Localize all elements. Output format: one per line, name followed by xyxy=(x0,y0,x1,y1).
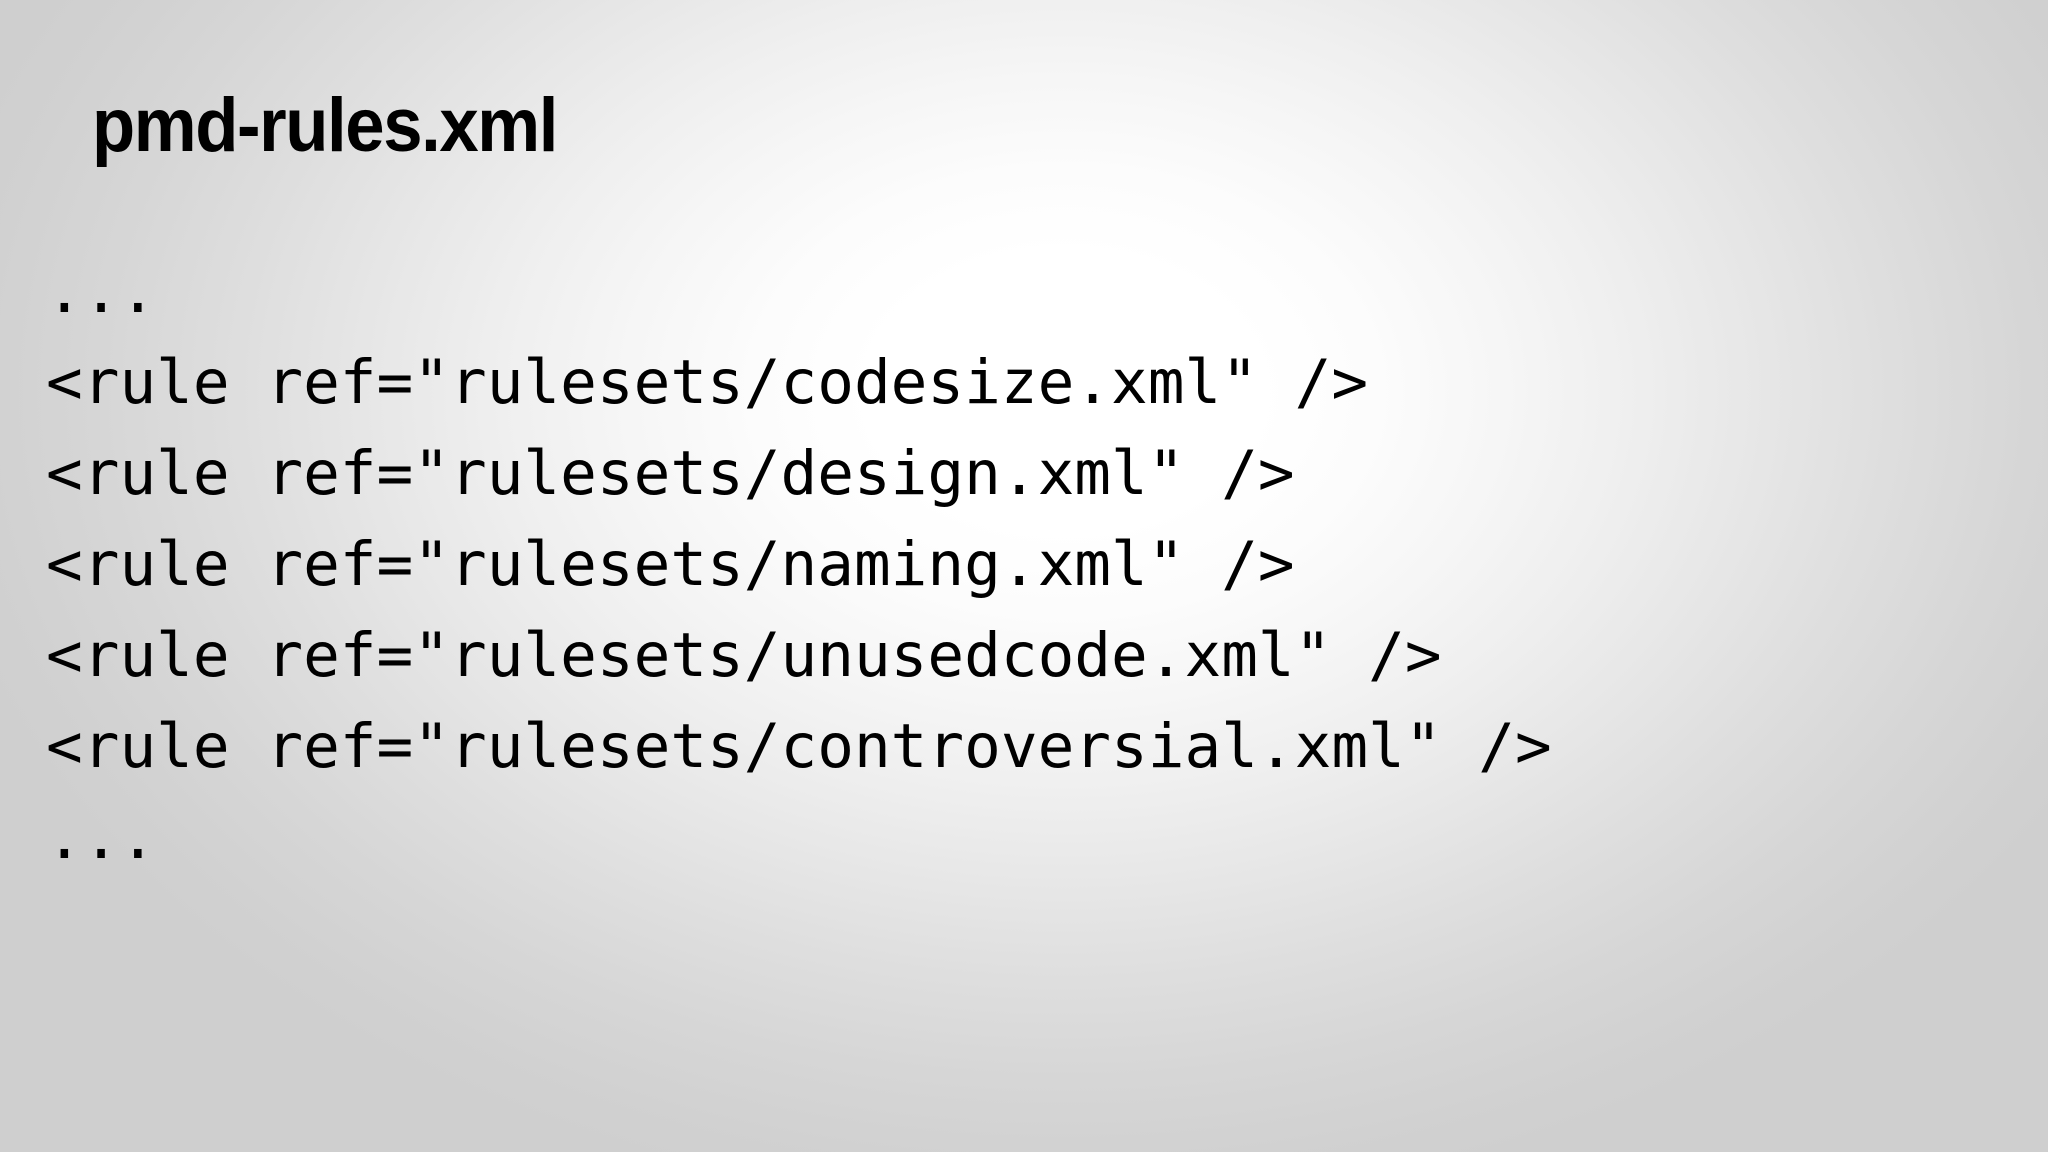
code-line-ellipsis-bottom: ... xyxy=(46,802,157,873)
code-line-rule-design: <rule ref="rulesets/design.xml" /> xyxy=(46,438,1295,509)
page-title: pmd-rules.xml xyxy=(92,83,558,168)
code-line-rule-controversial: <rule ref="rulesets/controversial.xml" /… xyxy=(46,711,1552,782)
code-line-rule-unusedcode: <rule ref="rulesets/unusedcode.xml" /> xyxy=(46,620,1442,691)
code-line-rule-naming: <rule ref="rulesets/naming.xml" /> xyxy=(46,529,1295,600)
code-line-rule-codesize: <rule ref="rulesets/codesize.xml" /> xyxy=(46,347,1369,418)
code-line-ellipsis-top: ... xyxy=(46,256,157,327)
code-block: ... <rule ref="rulesets/codesize.xml" />… xyxy=(46,246,2026,883)
